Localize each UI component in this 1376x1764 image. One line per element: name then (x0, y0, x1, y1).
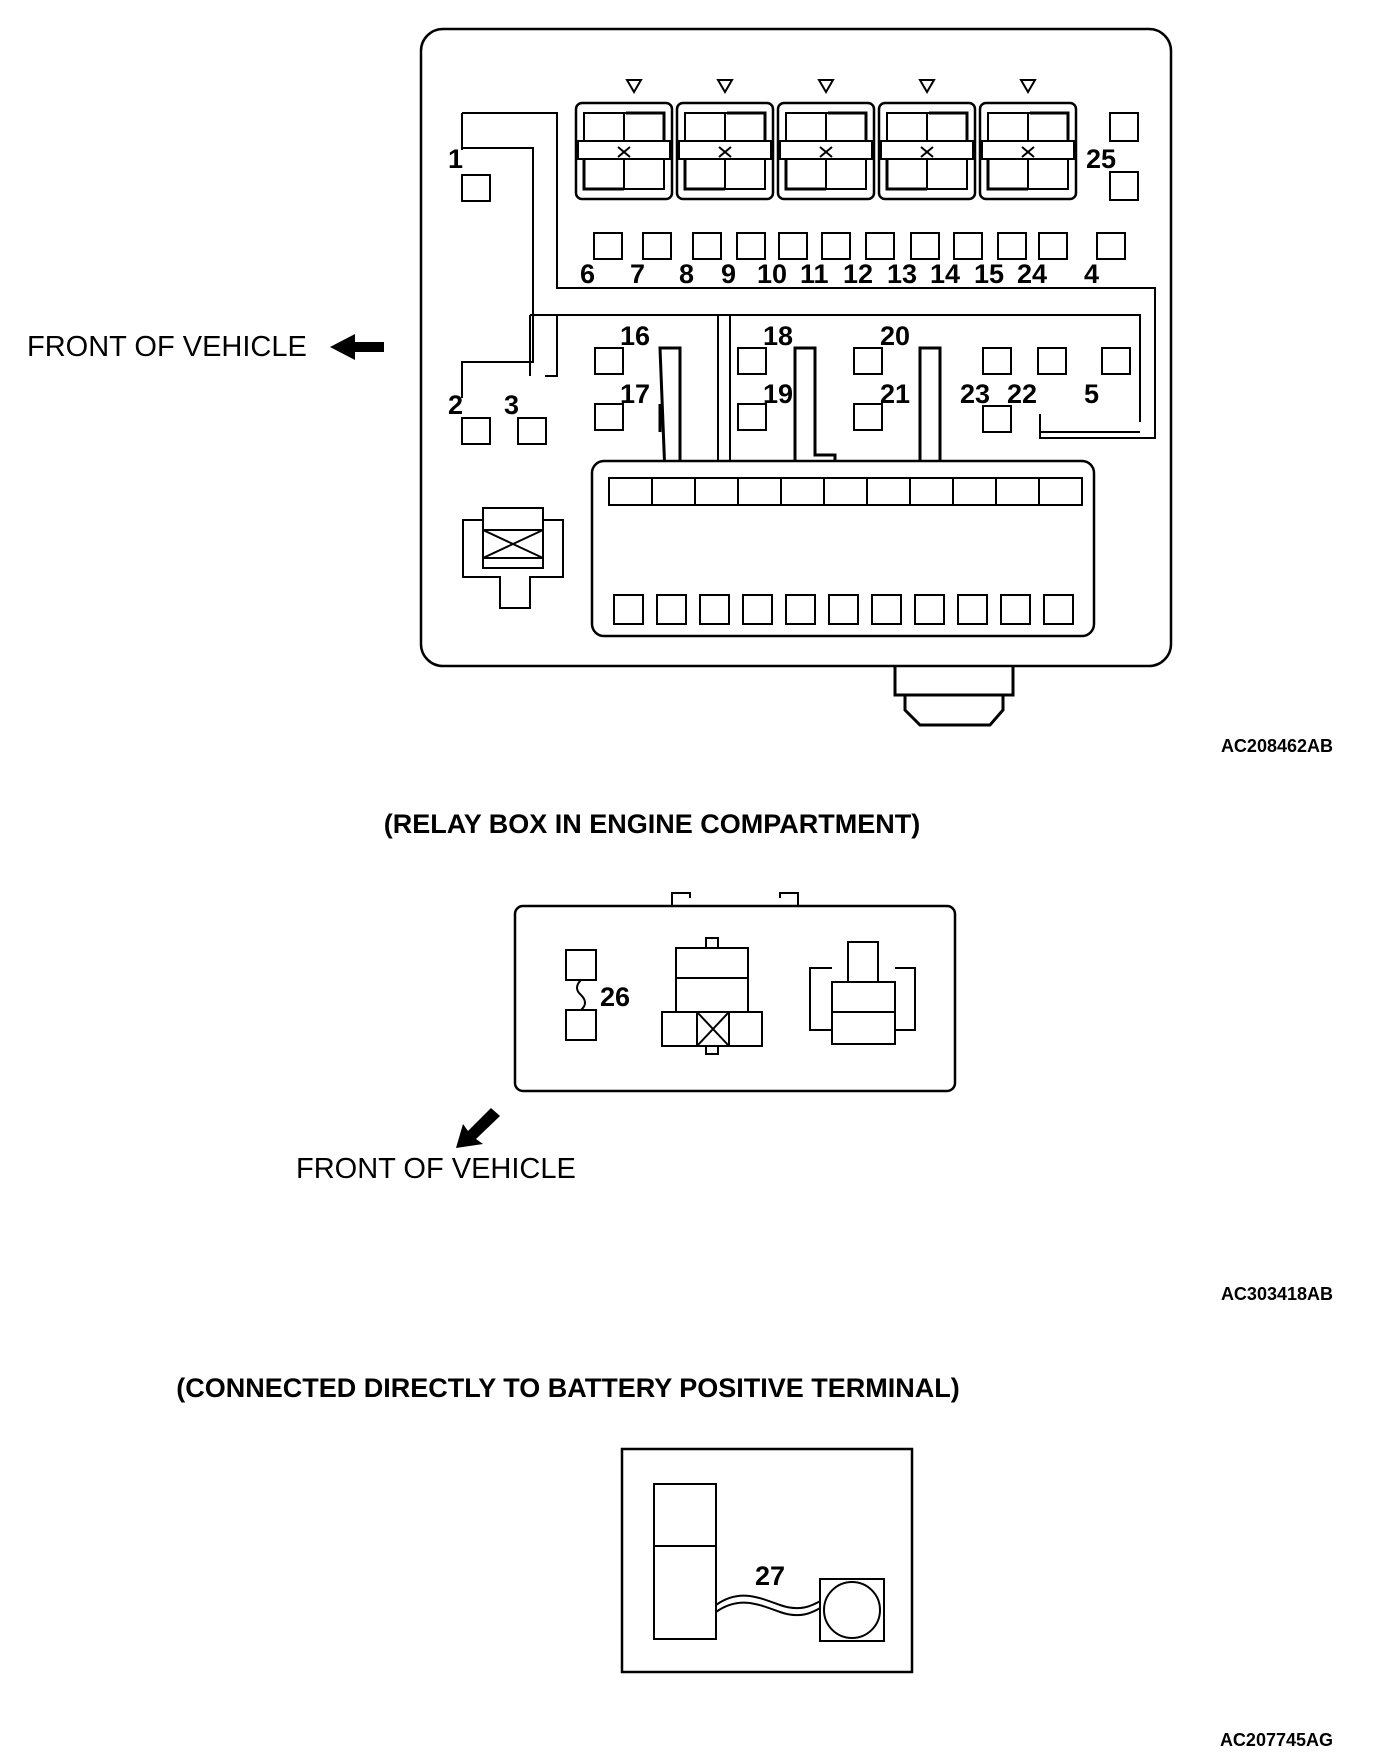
figure-heading: (CONNECTED DIRECTLY TO BATTERY POSITIVE … (176, 1373, 960, 1403)
relay-box-figure: (RELAY BOX IN ENGINE COMPARTMENT) 26 FRO… (296, 809, 1333, 1304)
connector-number-17: 17 (620, 379, 650, 409)
front-arrow-icon (456, 1108, 500, 1148)
connector-number-22: 22 (1007, 379, 1037, 409)
connector-number-23: 23 (960, 379, 990, 409)
connector-number-19: 19 (763, 379, 793, 409)
front-of-vehicle-label: FRONT OF VEHICLE (27, 331, 307, 363)
connector-number-14: 14 (930, 259, 960, 289)
figure-heading: (RELAY BOX IN ENGINE COMPARTMENT) (384, 809, 921, 839)
connector-number-9: 9 (721, 259, 736, 289)
connector-number-15: 15 (974, 259, 1004, 289)
front-of-vehicle-label: FRONT OF VEHICLE (296, 1153, 576, 1185)
fuse-square-row (593, 232, 1068, 260)
connector-number-24: 24 (1017, 259, 1047, 289)
relay-module (574, 79, 674, 201)
connector-26-label: 26 (600, 982, 630, 1012)
connector-number-4: 4 (1084, 259, 1099, 289)
relay-module (776, 79, 876, 201)
connector-number-3: 3 (504, 390, 519, 420)
battery-terminal-figure: (CONNECTED DIRECTLY TO BATTERY POSITIVE … (176, 1373, 1333, 1750)
connector-number-12: 12 (843, 259, 873, 289)
connector-number-10: 10 (757, 259, 787, 289)
connector-number-16: 16 (620, 321, 650, 351)
connector-number-5: 5 (1084, 379, 1099, 409)
connector-number-25: 25 (1086, 144, 1116, 174)
relay-row (574, 79, 1078, 201)
connector-number-21: 21 (880, 379, 910, 409)
connector-number-1: 1 (448, 144, 463, 174)
relay-module (675, 79, 775, 201)
figure-code: AC207745AG (1220, 1730, 1333, 1750)
side-connectors (461, 112, 1139, 445)
connector-number-11: 11 (800, 259, 829, 289)
junction-block-mount (893, 666, 1015, 697)
lower-terminal-block (590, 459, 1096, 638)
connector-number-8: 8 (679, 259, 694, 289)
connector-number-6: 6 (580, 259, 595, 289)
connector-number-18: 18 (763, 321, 793, 351)
bottom-left-relay (462, 507, 564, 609)
connector-number-7: 7 (630, 259, 645, 289)
relay-module (877, 79, 977, 201)
relay-module (978, 79, 1078, 201)
connector-number-20: 20 (880, 321, 910, 351)
front-arrow-icon (330, 334, 384, 360)
figure-code: AC208462AB (1221, 736, 1333, 756)
connector-number-13: 13 (887, 259, 917, 289)
figure-code: AC303418AB (1221, 1284, 1333, 1304)
connector-number-2: 2 (448, 390, 463, 420)
relay-sockets (594, 346, 1140, 502)
connector-27-label: 27 (755, 1561, 785, 1591)
